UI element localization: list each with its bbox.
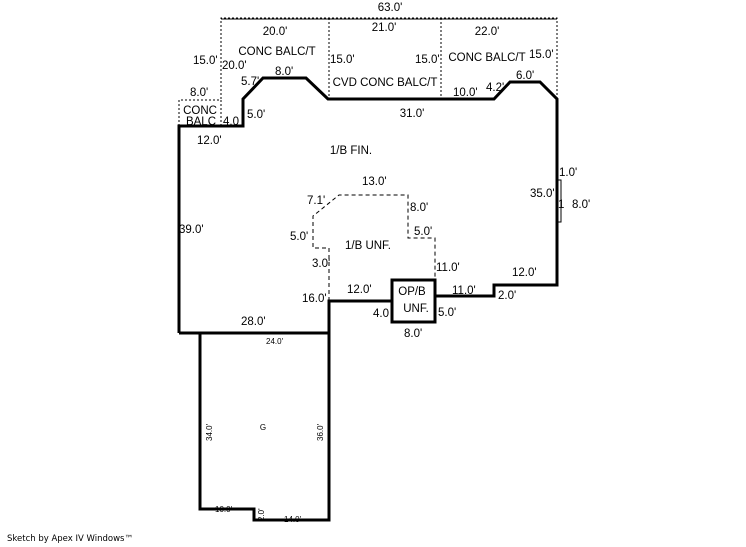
dim-diag-left: 5.7' [241,76,259,88]
dim-balc-left-width: 20.0' [263,26,288,38]
dim-porch-height-left: 4.0 [373,308,389,320]
label-small-balc-1: CONC [183,105,217,117]
dim-top-flat-right: 6.0' [516,70,534,82]
dim-right-bump-len: 8.0' [572,199,590,211]
dim-small-balc-depth: 4.0 [223,116,239,128]
dim-porch-right-run: 11.0' [452,285,476,297]
dim-unf-right-top: 8.0' [410,202,428,214]
dim-balc-mid-right: 15.0' [415,54,440,66]
label-balc-right: CONC BALC/T [448,52,525,64]
small-balcony-outline [178,99,222,126]
dim-garage-step: 2.0' [257,508,266,521]
dim-garage-top: 24.0' [266,337,284,346]
dim-unf-right-step: 5.0' [414,226,432,238]
dim-right-step: 2.0' [498,290,516,302]
balcony-top-outline [220,17,558,99]
label-small-balc-2: BALC [186,116,216,128]
dim-porch-width: 8.0' [404,328,422,340]
dim-balc-mid-left: 15.0' [330,54,355,66]
dim-top-overall: 63.0' [378,2,403,14]
unfinished-area-outline [312,194,436,301]
dim-balc-right-width: 22.0' [475,26,500,38]
dim-garage-left: 34.0' [205,423,214,441]
garage-outline [198,333,331,522]
dim-unf-right: 11.0' [436,262,460,274]
dim-unf-step: 3.0' [312,258,330,270]
sketch-credit: Sketch by Apex IV Windows™ [7,534,133,544]
dim-bottom-left: 28.0' [241,316,266,328]
dim-left-side: 39.0' [179,224,204,236]
dim-small-balc-width: 8.0' [190,87,208,99]
main-house-outline [177,76,559,333]
porch-connection [179,299,392,335]
balcony-outlines [178,17,558,126]
dim-step-left: 5.0' [247,109,265,121]
label-open-porch-1: OP/B [398,286,426,298]
dim-balc-mid-width: 21.0' [372,22,397,34]
right-bump-outline [556,179,562,223]
label-open-porch-2: UNF. [403,303,429,315]
dim-porch-left-run: 12.0' [347,284,372,296]
dim-top-right-flat: 10.0' [453,87,478,99]
dim-garage-right: 36.0' [316,423,325,441]
dim-balc-right-height: 15.0' [529,49,554,61]
dim-garage-bottom-left: 10.0' [215,505,233,514]
dim-unf-left: 5.0' [290,231,308,243]
dim-top-middle: 31.0' [400,108,425,120]
dim-right-bump-top: 1.0' [559,167,577,179]
dim-garage-bottom-right: 14.0' [284,515,302,524]
dim-left-top: 12.0' [197,135,222,147]
label-first-floor-finished: 1/B FIN. [330,145,372,157]
dim-top-flat-left: 8.0' [275,66,293,78]
label-cvd-balc: CVD CONC BALC/T [333,77,438,89]
dim-porch-height-right: 5.0' [438,307,456,319]
label-first-floor-unfinished: 1/B UNF. [345,240,391,252]
label-balc-left: CONC BALC/T [238,46,315,58]
label-garage: G [260,423,266,432]
dim-right-side: 35.0' [530,188,555,200]
dim-unf-top: 13.0' [362,176,387,188]
dim-right-bottom: 12.0' [512,267,537,279]
dim-diag-right: 4.2' [486,82,504,94]
dim-balc-left-height-outer: 15.0' [193,55,218,67]
open-porch-outline [390,278,437,324]
dim-balc-left-height-inner: 20.0' [222,60,247,72]
dim-step-down: 16.0' [302,293,327,305]
dim-right-bump-mid: 1 [558,199,564,211]
dim-unf-diag: 7.1' [307,195,325,207]
